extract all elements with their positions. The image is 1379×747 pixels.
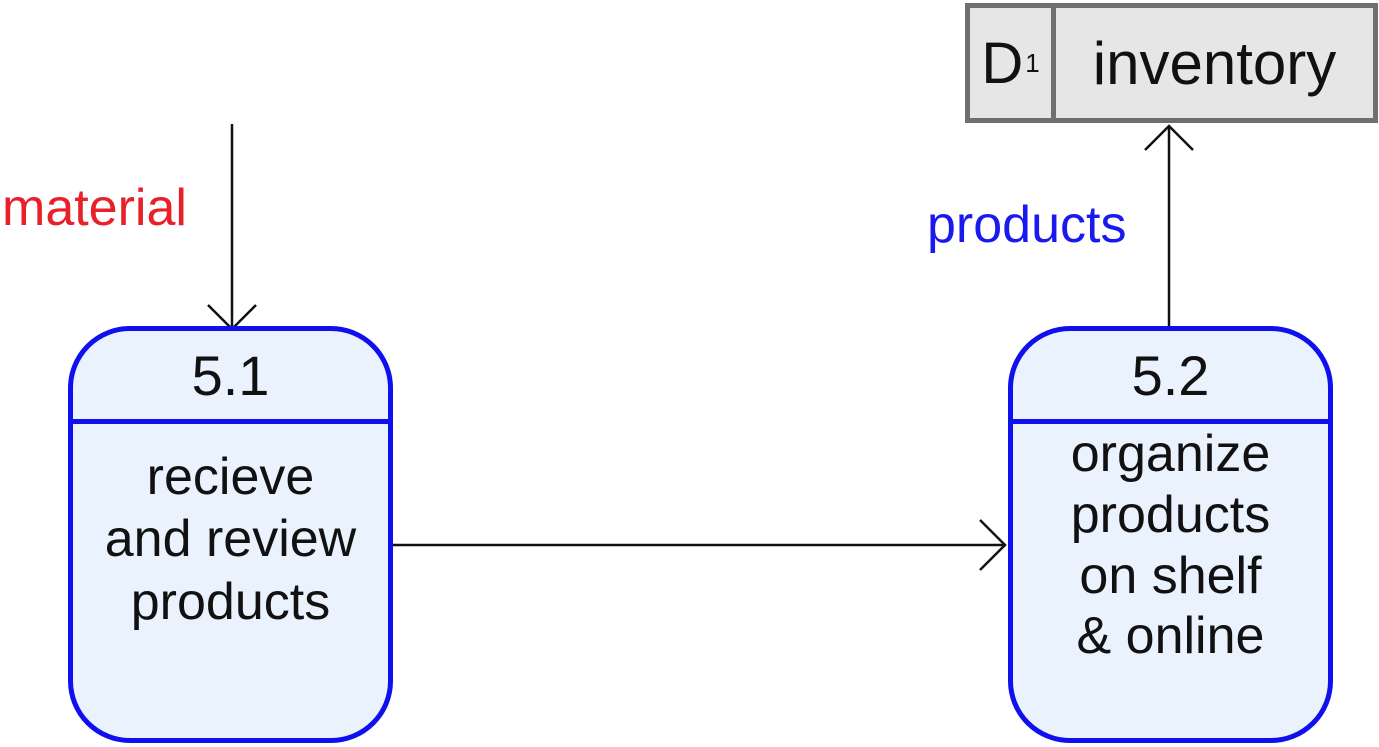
flow-arrow-5-1-to-5-2 [393, 519, 1007, 571]
flow-label-material: material [2, 179, 187, 237]
data-store-id-subscript: 1 [1025, 47, 1040, 78]
data-store-name: inventory [1092, 29, 1337, 97]
flow-arrow-products [1144, 124, 1194, 327]
flow-label-products: products [927, 196, 1127, 254]
process-number: 5.1 [73, 331, 388, 424]
data-store-id-letter: D [981, 30, 1024, 96]
flow-arrow-material [207, 124, 257, 331]
process-number: 5.2 [1013, 331, 1328, 424]
